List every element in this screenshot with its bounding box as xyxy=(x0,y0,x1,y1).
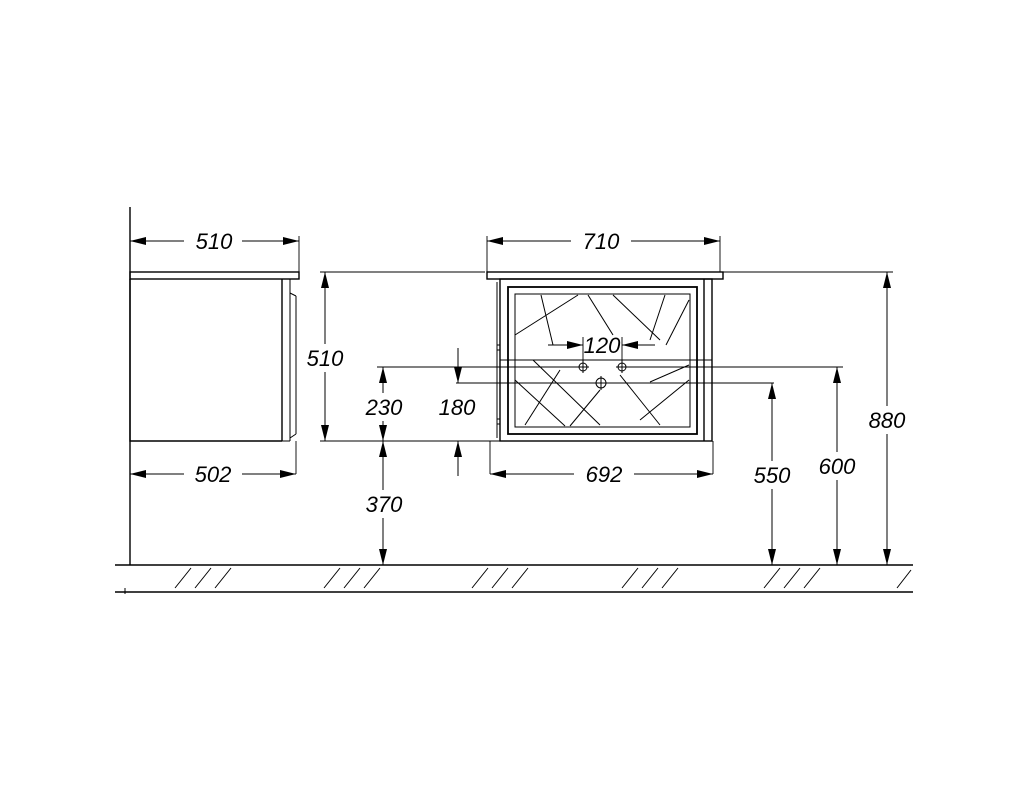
dimension-floor-to-taps: 600 xyxy=(622,367,863,565)
dimension-label-total-height: 880 xyxy=(869,408,906,433)
dimension-side-top-width: 510 xyxy=(130,228,299,254)
dimension-label-tap-spacing: 120 xyxy=(584,333,621,358)
dimension-label-floor-to-taps: 600 xyxy=(819,454,856,479)
dimension-label-side-top-width: 510 xyxy=(196,229,233,254)
dimension-label-floor-to-drain: 550 xyxy=(754,463,791,488)
dimension-label-drain-offset: 180 xyxy=(439,395,476,420)
dimension-tap-spacing: 120 xyxy=(548,333,655,362)
dimension-front-bottom-width: 692 xyxy=(490,441,713,487)
dimension-total-height: 880 xyxy=(723,272,913,565)
dimension-front-top-width: 710 xyxy=(487,228,720,272)
floor xyxy=(115,565,913,594)
dimension-label-side-height: 510 xyxy=(307,346,344,371)
dimension-label-side-bottom-width: 502 xyxy=(195,462,232,487)
dimension-label-front-top-width: 710 xyxy=(583,229,620,254)
dimension-label-tap-offset: 230 xyxy=(365,395,403,420)
floor-hatching xyxy=(175,568,911,588)
dimension-side-bottom-width: 502 xyxy=(130,461,296,487)
side-view-cabinet xyxy=(130,272,299,474)
dimension-floor-to-bottom: 370 xyxy=(358,441,410,565)
dimension-floor-to-drain: 550 xyxy=(746,383,798,565)
dimension-label-front-bottom-width: 692 xyxy=(586,462,623,487)
dimension-label-floor-to-bottom: 370 xyxy=(366,492,403,517)
